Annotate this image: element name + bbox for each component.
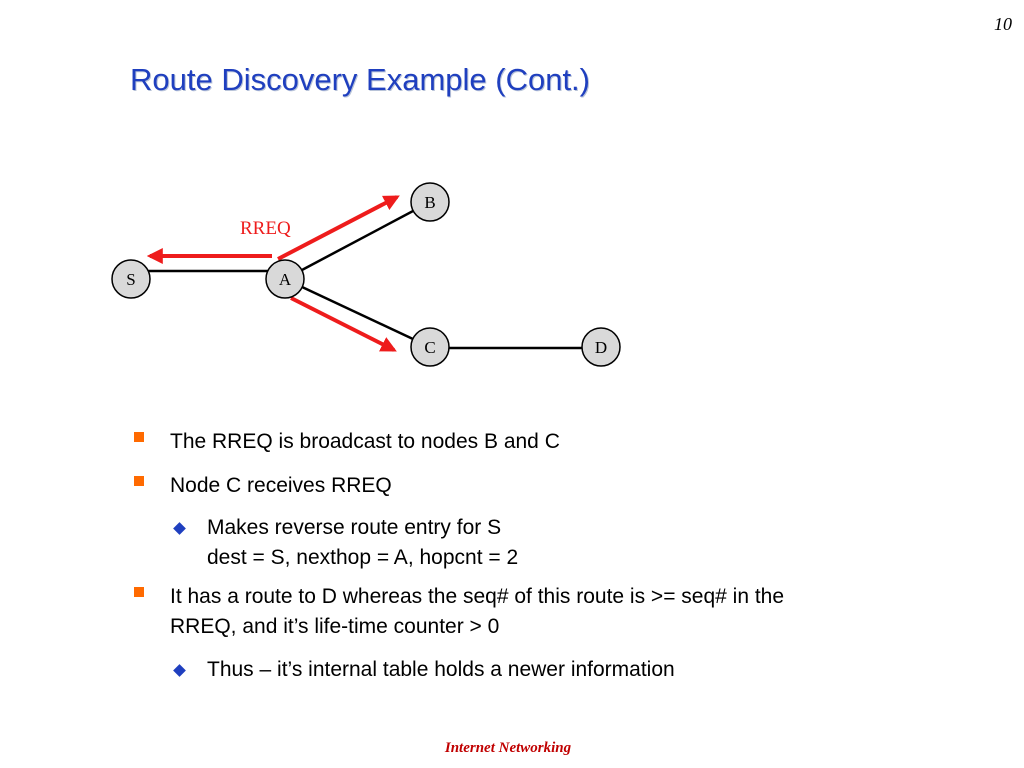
sub-bullet-1-line1: Makes reverse route entry for S bbox=[207, 516, 502, 539]
bullet-3-line1: It has a route to D whereas the seq# of … bbox=[170, 585, 785, 608]
bullet-square-icon bbox=[134, 432, 144, 442]
node-c-label: C bbox=[424, 338, 435, 357]
node-c: C bbox=[410, 327, 450, 367]
sub-bullet-1-line2: dest = S, nexthop = A, hopcnt = 2 bbox=[207, 546, 519, 569]
rreq-label: RREQ bbox=[240, 218, 291, 239]
page-number: 10 bbox=[994, 14, 1012, 34]
rreq-arrow-a-to-b bbox=[277, 195, 400, 261]
bullet-square-icon bbox=[134, 587, 144, 597]
node-b-label: B bbox=[424, 193, 435, 212]
node-d-label: D bbox=[595, 338, 607, 357]
node-a-label: A bbox=[279, 270, 292, 289]
bullet-diamond-icon bbox=[173, 664, 186, 677]
bullet-3-line2: RREQ, and it’s life-time counter > 0 bbox=[170, 615, 500, 638]
bullet-diamond-icon bbox=[173, 522, 186, 535]
bullet-square-icon bbox=[134, 476, 144, 486]
network-diagram: S A B C D RREQ bbox=[111, 182, 621, 367]
footer: Internet Networking bbox=[444, 740, 572, 756]
link-a-b bbox=[284, 200, 431, 281]
node-s-label: S bbox=[126, 270, 135, 289]
node-a: A bbox=[265, 259, 305, 299]
bullet-2-text: Node C receives RREQ bbox=[170, 474, 392, 497]
link-a-c bbox=[284, 277, 431, 349]
rreq-arrow-a-to-c bbox=[290, 296, 397, 352]
slide-title: Route Discovery Example (Cont.) bbox=[130, 62, 590, 97]
node-s: S bbox=[111, 259, 151, 299]
bullet-1-text: The RREQ is broadcast to nodes B and C bbox=[170, 430, 560, 453]
node-d: D bbox=[581, 327, 621, 367]
sub-bullet-2-text: Thus – it’s internal table holds a newer… bbox=[207, 658, 675, 681]
node-b: B bbox=[410, 182, 450, 222]
